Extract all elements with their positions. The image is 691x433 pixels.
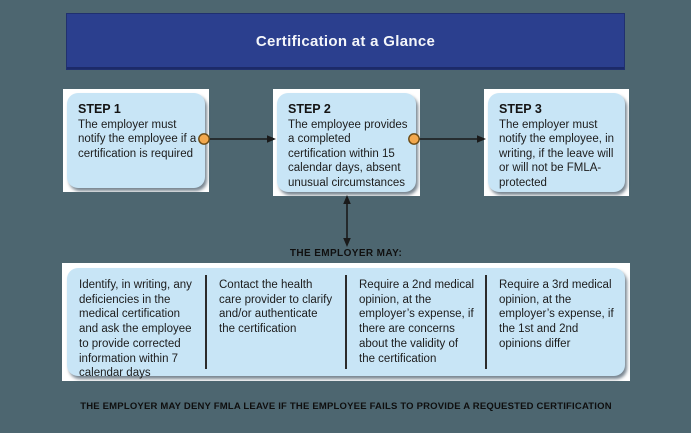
employer-may-label: THE EMPLOYER MAY:	[289, 248, 403, 259]
column-divider	[485, 275, 487, 369]
step-3-box: STEP 3 The employer must notify the empl…	[488, 93, 625, 192]
employer-options-card: Identify, in writing, any deficiencies i…	[62, 263, 630, 381]
step-3-card: STEP 3 The employer must notify the empl…	[484, 89, 629, 196]
step-2-card: STEP 2 The employee provides a completed…	[273, 89, 420, 196]
step-3-text: The employer must notify the employee, i…	[499, 119, 615, 189]
option-second-opinion: Require a 2nd medical opinion, at the em…	[359, 279, 475, 365]
deny-leave-footnote: THE EMPLOYER MAY DENY FMLA LEAVE IF THE …	[80, 401, 612, 412]
arrow-right-icon	[267, 135, 276, 143]
step-2-heading: STEP 2	[288, 102, 331, 116]
step-1-card: STEP 1 The employer must notify the empl…	[63, 89, 209, 192]
step-2-text: The employee provides a completed certif…	[288, 119, 408, 189]
step-1-heading: STEP 1	[78, 102, 121, 116]
connector-dot-icon	[408, 133, 420, 145]
double-arrow-step2-to-options-icon	[343, 195, 351, 247]
step-3-heading: STEP 3	[499, 102, 542, 116]
arrow-step1-to-step2-icon	[198, 133, 276, 145]
step-1-text: The employer must notify the employee if…	[78, 119, 197, 160]
employer-options-box: Identify, in writing, any deficiencies i…	[67, 268, 625, 380]
page-title: Certification at a Glance	[255, 33, 436, 50]
title-banner: Certification at a Glance	[66, 13, 625, 70]
option-third-opinion: Require a 3rd medical opinion, at the em…	[499, 279, 614, 350]
arrow-step2-to-step3-icon	[408, 133, 486, 145]
step-2-box: STEP 2 The employee provides a completed…	[277, 93, 416, 192]
arrow-down-icon	[343, 238, 351, 247]
step-1-box: STEP 1 The employer must notify the empl…	[67, 93, 205, 188]
option-deficiencies: Identify, in writing, any deficiencies i…	[79, 279, 192, 380]
arrow-up-icon	[343, 195, 351, 204]
column-divider	[345, 275, 347, 369]
connector-dot-icon	[198, 133, 210, 145]
option-contact-provider: Contact the health care provider to clar…	[219, 279, 333, 336]
arrow-right-icon	[477, 135, 486, 143]
column-divider	[205, 275, 207, 369]
